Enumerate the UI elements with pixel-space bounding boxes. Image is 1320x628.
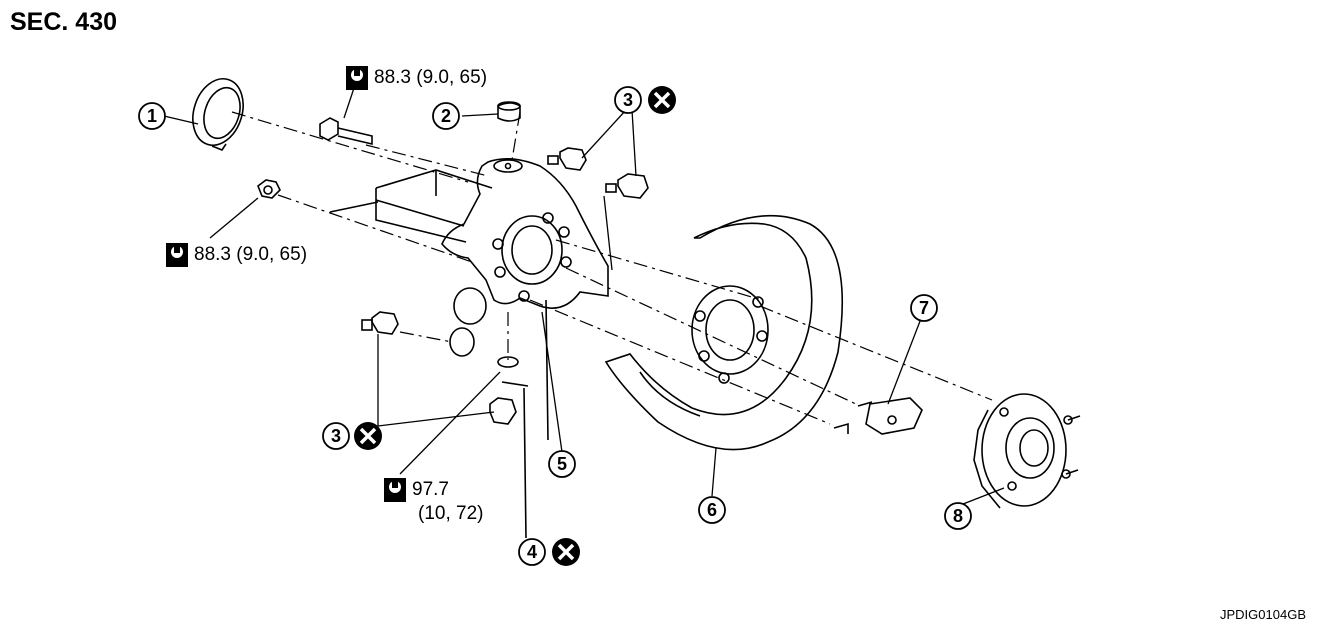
callout-4: 4 bbox=[518, 538, 546, 566]
torque-wrench-icon bbox=[166, 243, 188, 267]
torque-value-bottom-1: 97.7 bbox=[412, 479, 449, 501]
torque-label-top: 88.3 (9.0, 65) bbox=[346, 66, 487, 90]
figure-code: JPDIG0104GB bbox=[1220, 607, 1306, 622]
grease-cap bbox=[497, 101, 521, 122]
svg-text:2: 2 bbox=[441, 106, 451, 126]
wheel-sensor bbox=[833, 397, 923, 435]
callout-leaders bbox=[163, 75, 1005, 507]
do-not-reuse-icon bbox=[648, 86, 676, 114]
steering-knuckle bbox=[441, 158, 609, 441]
svg-text:5: 5 bbox=[557, 454, 567, 474]
svg-text:3: 3 bbox=[623, 90, 633, 110]
callout-7: 7 bbox=[910, 294, 938, 322]
svg-text:4: 4 bbox=[527, 542, 537, 562]
torque-wrench-icon bbox=[346, 66, 368, 90]
svg-text:6: 6 bbox=[707, 500, 717, 520]
torque-value-bottom-2: (10, 72) bbox=[418, 503, 484, 525]
do-not-reuse-icon bbox=[354, 422, 382, 450]
callout-8: 8 bbox=[944, 502, 972, 530]
torque-label-left: 88.3 (9.0, 65) bbox=[166, 243, 307, 267]
svg-text:8: 8 bbox=[953, 506, 963, 526]
svg-text:1: 1 bbox=[147, 106, 157, 126]
upper-bolt bbox=[319, 117, 373, 146]
torque-value-left: 88.3 (9.0, 65) bbox=[194, 244, 308, 266]
callout-2: 2 bbox=[432, 102, 460, 130]
do-not-reuse-icon bbox=[552, 538, 580, 566]
callout-3-lower: 3 bbox=[322, 422, 350, 450]
do-not-reuse-icons bbox=[354, 86, 676, 566]
callout-3-upper: 3 bbox=[614, 86, 642, 114]
torque-label-bottom: 97.7 (10, 72) bbox=[384, 478, 483, 526]
section-title: SEC. 430 bbox=[10, 8, 118, 36]
wheel-hub bbox=[973, 393, 1081, 509]
dust-cover bbox=[192, 78, 244, 151]
upper-bushings bbox=[547, 147, 649, 199]
torque-value-top: 88.3 (9.0, 65) bbox=[374, 67, 488, 89]
washer-cotter bbox=[497, 356, 529, 539]
callouts: 1 2 3 3 4 5 6 7 8 bbox=[138, 86, 972, 566]
torque-wrench-icon bbox=[384, 478, 406, 502]
callout-5: 5 bbox=[548, 450, 576, 478]
svg-text:7: 7 bbox=[919, 298, 929, 318]
back-plate bbox=[604, 214, 843, 451]
callout-1: 1 bbox=[138, 102, 166, 130]
upper-nut bbox=[257, 179, 281, 199]
axis-lines bbox=[231, 111, 993, 425]
callout-6: 6 bbox=[698, 496, 726, 524]
bracket-shaft bbox=[329, 169, 493, 243]
svg-text:3: 3 bbox=[331, 426, 341, 446]
lower-bushings bbox=[361, 311, 517, 425]
